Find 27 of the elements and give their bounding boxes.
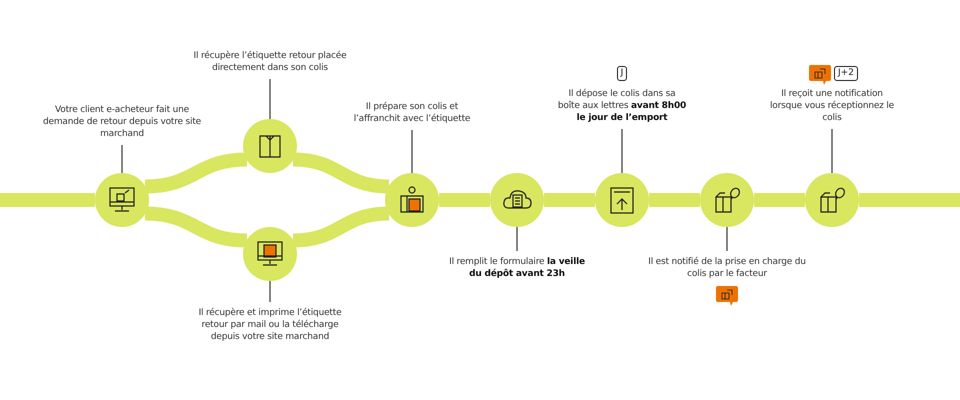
leader-line <box>726 226 728 252</box>
step-description: Il reçoit une notification lorsque vous réceptionnez le colis <box>767 88 897 124</box>
track-line <box>0 193 95 207</box>
step-description: Votre client e-acheteur fait une demande de retour depuis votre site marchand <box>42 104 202 140</box>
step-description: Il prépare son colis et l’affranchit avec l’étiquette <box>347 101 477 125</box>
track-line <box>754 193 805 207</box>
day-badge: J <box>616 66 628 81</box>
day-badge: J+2 <box>834 66 858 81</box>
step-description: Il est notifié de la prise en charge du colis par le facteur <box>647 256 807 280</box>
step-circle <box>595 173 649 227</box>
step-description: Il récupère et imprime l’étiquette retour par mail ou la télécharge depuis votre site marchand <box>190 307 350 343</box>
track-line <box>544 193 595 207</box>
track-line <box>859 193 960 207</box>
step-circle <box>805 173 859 227</box>
step-circle <box>490 173 544 227</box>
step-description: Il dépose le colis dans sa boîte aux lettres avant 8h00 le jour de l’emport <box>557 88 687 124</box>
leader-line <box>516 226 518 252</box>
step-circle <box>385 173 439 227</box>
step-description: Il remplit le formulaire la veille du dépôt avant 23h <box>442 256 592 280</box>
track-line <box>292 152 390 194</box>
track-line <box>144 152 248 194</box>
track-line <box>439 193 490 207</box>
track-line <box>292 206 390 248</box>
step-circle <box>700 173 754 227</box>
track-line <box>144 206 248 248</box>
step-description: Il récupère l’étiquette retour placée directement dans son colis <box>190 50 350 74</box>
track-line <box>649 193 700 207</box>
